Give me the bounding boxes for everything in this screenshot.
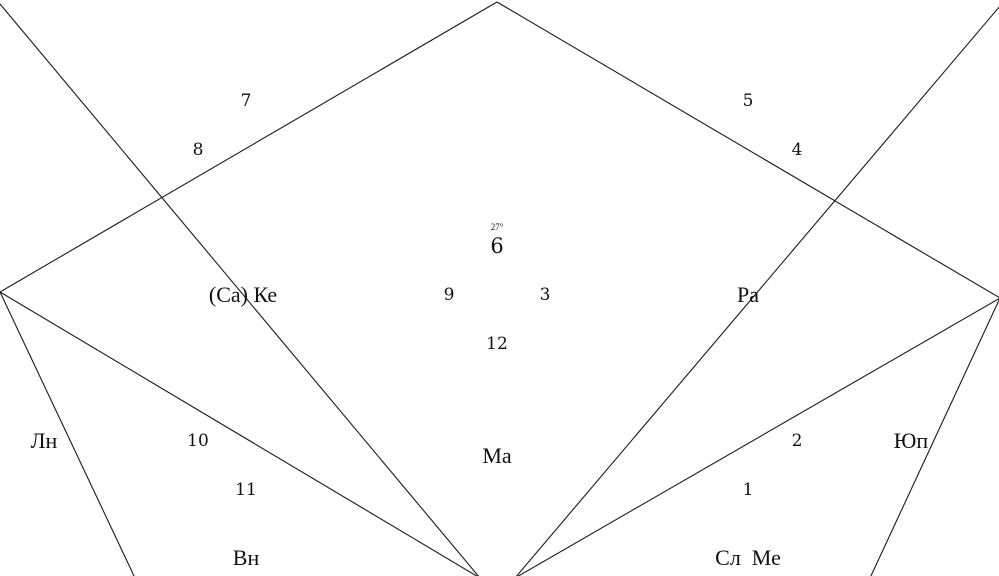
house-number-12: 12 xyxy=(486,334,508,354)
house-11-planets: Вн xyxy=(233,545,260,570)
grid-line xyxy=(517,297,999,576)
house-number-5: 5 xyxy=(743,91,754,111)
house-degree-6: 27° xyxy=(491,222,504,232)
house-number-7: 7 xyxy=(241,91,252,111)
house-1-planets: Сл Ме xyxy=(715,545,781,570)
house-3-planets: Ра xyxy=(737,282,759,307)
grid-line xyxy=(870,298,999,576)
house-number-8: 8 xyxy=(193,140,204,160)
house-12-planets: Ма xyxy=(482,443,512,468)
house-number-3: 3 xyxy=(540,285,551,305)
house-number-10: 10 xyxy=(187,431,209,451)
house-number-6: 6 xyxy=(490,234,503,258)
house-10-planets: Лн xyxy=(31,428,58,453)
planet-labels: (Са) Ке Ра Лн Ма Юп Вн Сл Ме xyxy=(31,282,929,570)
house-numbers: 7 8 5 4 6 27° 9 3 12 10 11 2 1 xyxy=(187,91,802,500)
grid-line xyxy=(496,1,999,299)
grid-line xyxy=(0,3,480,576)
grid-line xyxy=(0,1,498,293)
grid-line xyxy=(515,6,999,576)
house-9-planets: (Са) Ке xyxy=(209,282,277,307)
grid-line xyxy=(0,291,478,576)
house-2-planets: Юп xyxy=(894,428,929,453)
house-number-1: 1 xyxy=(743,480,754,500)
house-number-11: 11 xyxy=(235,480,257,500)
house-number-9: 9 xyxy=(444,285,455,305)
house-number-4: 4 xyxy=(792,140,803,160)
grid-line xyxy=(0,291,135,576)
house-number-2: 2 xyxy=(792,431,803,451)
